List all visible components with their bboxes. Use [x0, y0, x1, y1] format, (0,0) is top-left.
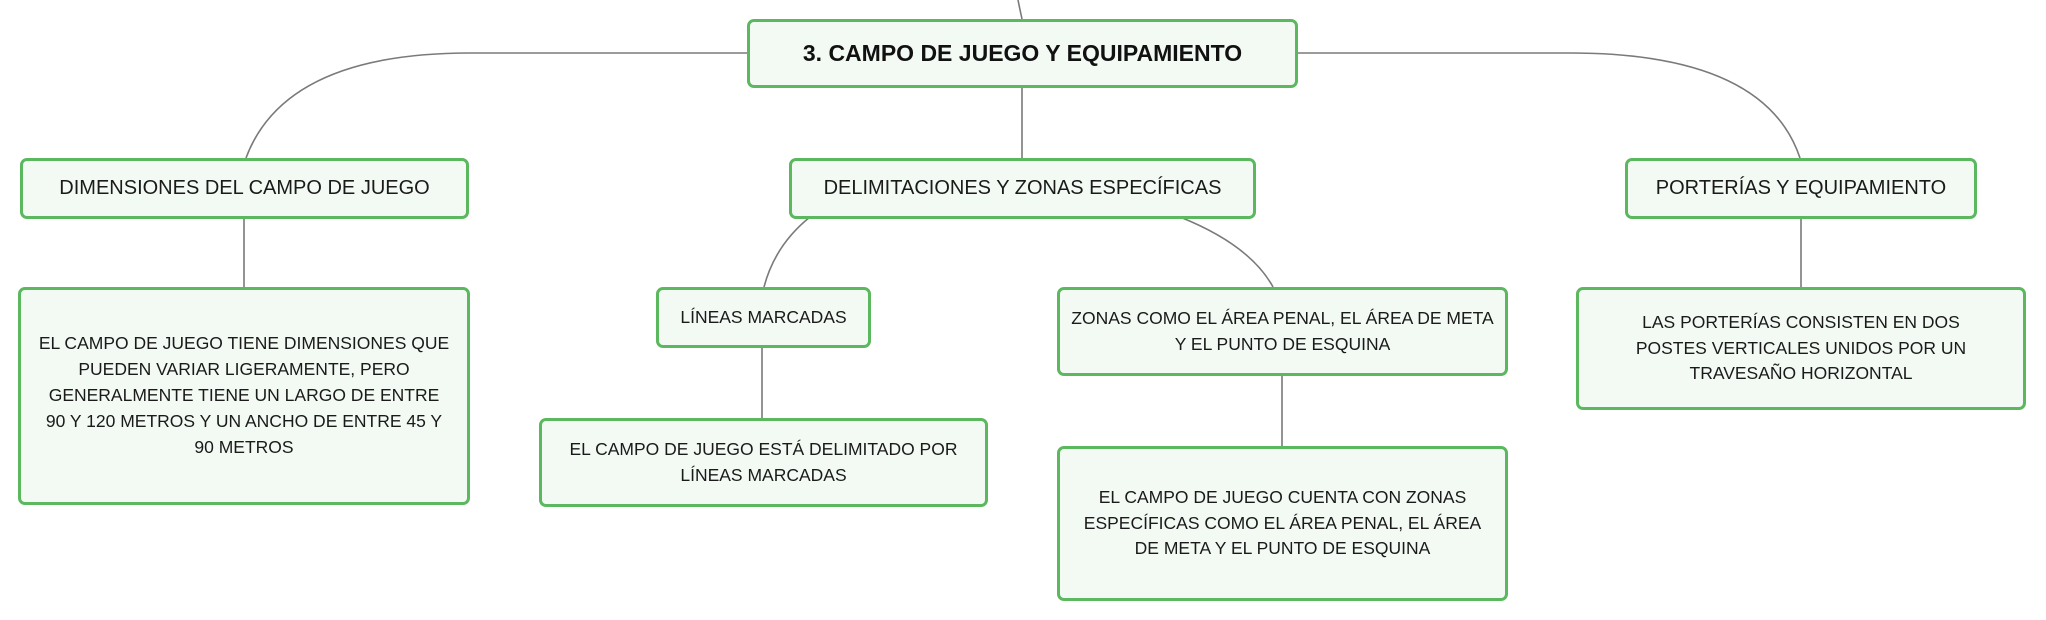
node-dimensiones-label: DIMENSIONES DEL CAMPO DE JUEGO	[59, 176, 430, 199]
node-delimitaciones-label: DELIMITACIONES Y ZONAS ESPECÍFICAS	[823, 176, 1222, 199]
connector-delimitaciones-to-zonas	[1179, 216, 1274, 288]
node-porterias-detail-text: LAS PORTERÍAS CONSISTEN EN DOS POSTES VE…	[1635, 311, 1967, 384]
node-delimitaciones[interactable]: DELIMITACIONES Y ZONAS ESPECÍFICAS	[789, 158, 1256, 219]
connector-root-to-porterias	[1298, 52, 1801, 159]
node-zonas-detail-text: EL CAMPO DE JUEGO CUENTA CON ZONAS ESPEC…	[1083, 486, 1482, 559]
node-lineas-marcadas[interactable]: LÍNEAS MARCADAS	[656, 287, 871, 348]
connector-delimitaciones-to-lineas	[763, 216, 811, 288]
node-zonas-label: ZONAS COMO EL ÁREA PENAL, EL ÁREA DE MET…	[1071, 307, 1494, 354]
node-porterias-label: PORTERÍAS Y EQUIPAMIENTO	[1655, 176, 1947, 199]
node-dimensiones[interactable]: DIMENSIONES DEL CAMPO DE JUEGO	[20, 158, 469, 219]
root-node[interactable]: 3. CAMPO DE JUEGO Y EQUIPAMIENTO	[747, 19, 1298, 88]
node-dimensiones-detail[interactable]: EL CAMPO DE JUEGO TIENE DIMENSIONES QUE …	[18, 287, 470, 505]
connector-parent-to-root	[1017, 0, 1023, 20]
node-lineas-marcadas-label: LÍNEAS MARCADAS	[680, 306, 847, 327]
node-zonas-detail[interactable]: EL CAMPO DE JUEGO CUENTA CON ZONAS ESPEC…	[1057, 446, 1508, 601]
node-zonas[interactable]: ZONAS COMO EL ÁREA PENAL, EL ÁREA DE MET…	[1057, 287, 1508, 376]
node-lineas-detail[interactable]: EL CAMPO DE JUEGO ESTÁ DELIMITADO POR LÍ…	[539, 418, 988, 507]
node-porterias[interactable]: PORTERÍAS Y EQUIPAMIENTO	[1625, 158, 1977, 219]
root-node-label: 3. CAMPO DE JUEGO Y EQUIPAMIENTO	[802, 40, 1243, 67]
node-dimensiones-detail-text: EL CAMPO DE JUEGO TIENE DIMENSIONES QUE …	[38, 333, 450, 457]
node-lineas-detail-text: EL CAMPO DE JUEGO ESTÁ DELIMITADO POR LÍ…	[569, 438, 958, 485]
node-porterias-detail[interactable]: LAS PORTERÍAS CONSISTEN EN DOS POSTES VE…	[1576, 287, 2026, 410]
connector-root-to-dimensiones	[245, 52, 747, 159]
